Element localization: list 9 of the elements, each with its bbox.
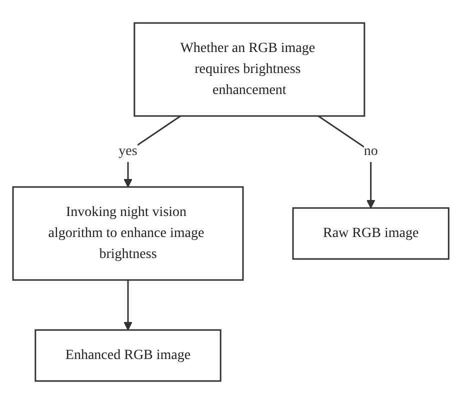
node-box: Invoking night vision algorithm to enhance image brightness [12,186,244,280]
arrow [124,114,182,187]
edge-label: yes [118,144,138,158]
arrow [124,280,133,330]
edge-label: no [364,144,378,158]
node-box: Whether an RGB image requires brightness enhancement [134,22,366,116]
node-box: Raw RGB image [292,206,450,260]
node-box: Enhanced RGB image [34,328,222,382]
arrow [318,114,376,208]
